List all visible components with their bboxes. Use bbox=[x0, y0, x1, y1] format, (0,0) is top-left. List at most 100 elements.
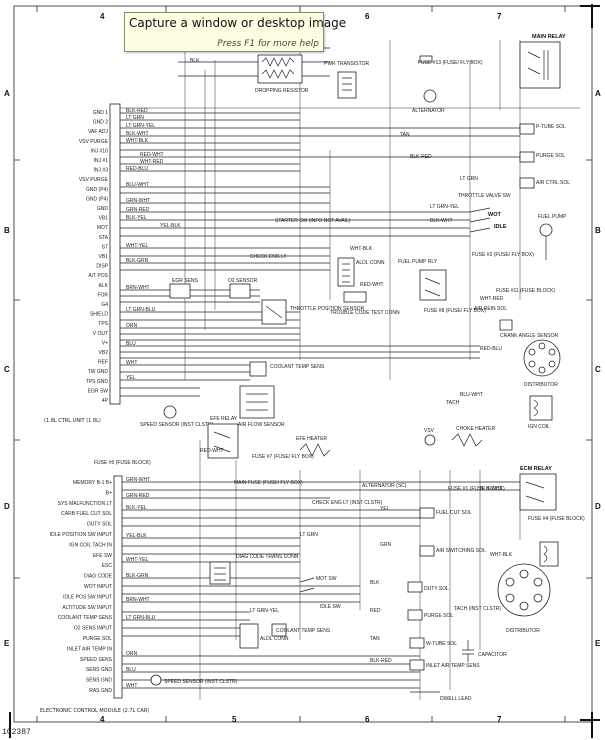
wire-color-tag: ORN bbox=[126, 323, 138, 329]
wire-color-tag: WHT-BLK bbox=[126, 138, 149, 144]
ecm-pin-label: A/T POS bbox=[88, 273, 108, 279]
ecm-pin-label: V+ bbox=[102, 340, 108, 346]
choke-heater-label: CHOKE HEATER bbox=[456, 426, 495, 432]
wire-color-tag: WHT-YEL bbox=[126, 243, 148, 249]
efe-heater-label: EFE HEATER bbox=[296, 436, 327, 442]
wire-color-tag: BLU-WHT bbox=[460, 392, 483, 398]
ecm-pin-label: IDLE POSITION SW INPUT bbox=[50, 532, 112, 538]
grid-col-bottom: 4 bbox=[100, 715, 105, 724]
wire-color-tag: LT GRN bbox=[126, 115, 144, 121]
alternator-sc-label: ALTERNATOR (SC) bbox=[362, 483, 407, 489]
idle-label: IDLE bbox=[494, 224, 507, 230]
purge-solenoid-2 bbox=[407, 609, 423, 621]
ecm-pin-label: G4 bbox=[101, 302, 108, 308]
ecm-pin-label: VB2 bbox=[99, 350, 109, 356]
fuel-pump-rly-label: FUEL PUMP RLY bbox=[398, 259, 438, 265]
wire-color-tag: LT GRN-BLU bbox=[126, 307, 156, 313]
grid-row-left: A bbox=[4, 89, 10, 98]
ecm-pin-label: GND 2 bbox=[93, 120, 109, 126]
ecm-pin-label: GND bbox=[97, 206, 109, 212]
distributor-upper bbox=[523, 339, 561, 377]
wire-color-tag: WHT-RED bbox=[480, 296, 504, 302]
ecm-pin-label: TW GND bbox=[88, 369, 109, 375]
ecm-caption: ELECTRONIC CONTROL MODULE (2.7L CAR) bbox=[40, 708, 149, 714]
fuel-pump-label: FUEL PUMP bbox=[538, 214, 567, 220]
trouble-code-test-conn bbox=[343, 291, 367, 303]
dwell-lead-label: DWELL LEAD bbox=[440, 696, 472, 702]
wire-color-tag: WHT-BLK bbox=[490, 552, 513, 558]
w-tube-sol-label: W-TUBE SOL bbox=[426, 641, 457, 647]
grid-col-bottom: 7 bbox=[497, 715, 502, 724]
grid-row-right: D bbox=[595, 502, 601, 511]
throttle-position-sensor bbox=[261, 299, 287, 325]
choke-heater bbox=[451, 433, 483, 447]
air-switching-solenoid bbox=[419, 545, 435, 557]
diag-code-trans-conn bbox=[209, 561, 231, 585]
ecm-pin-label: RAS GND bbox=[89, 688, 112, 694]
wire-color-tag: YEL-BLK bbox=[160, 223, 181, 229]
crank-angle-sensor-label: CRANK ANGLE SENSOR bbox=[500, 333, 558, 339]
wire-color-tag: RED-WHT bbox=[360, 282, 384, 288]
wire-color-tag: WHT-YEL bbox=[126, 557, 148, 563]
efe-relay-label: EFE RELAY bbox=[210, 416, 238, 422]
wire-color-tag: BLK-WHT bbox=[430, 218, 453, 224]
coolant-temp-sens-2-label: COOLANT TEMP SENS bbox=[276, 628, 331, 634]
ecm-pin-label: TPS bbox=[98, 321, 108, 327]
main-relay bbox=[519, 41, 561, 89]
wire-color-tag: BLK-GRN bbox=[126, 258, 149, 264]
starter-sw-label: STARTER SW (INFO NOT AVAIL) bbox=[275, 218, 351, 224]
grid-col-top: 7 bbox=[497, 12, 502, 21]
duty-sol-label: DUTY SOL bbox=[424, 586, 449, 592]
ign-coil bbox=[529, 395, 553, 421]
ecm-pin-label: EGR SW bbox=[88, 388, 109, 394]
fuel-pump-relay bbox=[419, 269, 447, 301]
ecm-pin-label: SENS GND bbox=[86, 678, 113, 684]
alternator bbox=[423, 89, 437, 103]
wire-color-tag: WHT bbox=[126, 683, 137, 689]
air-ctrl-sol-label: AIR CTRL SOL bbox=[536, 180, 570, 186]
diagram-frame bbox=[13, 5, 593, 723]
wire-color-tag: GRN-RED bbox=[126, 207, 150, 213]
fuse-13-label: FUSE #13 (FUSE/ FLY BOX) bbox=[418, 60, 483, 66]
wire-color-tag: GRN bbox=[380, 542, 392, 548]
alternator-label: ALTERNATOR bbox=[412, 108, 445, 114]
coolant-temp-sens-label: COOLANT TEMP SENS bbox=[270, 364, 325, 370]
idle-sw-label: IDLE SW bbox=[320, 604, 341, 610]
wire-color-tag: BLK-RED bbox=[370, 658, 392, 664]
ecm-pin-label: GND (P4) bbox=[86, 196, 108, 202]
wot-label: WOT bbox=[488, 212, 501, 218]
air-switching-sol-label: AIR SWITCHING SOL bbox=[436, 548, 486, 554]
ecm-pin-label: O2 SENS INPUT bbox=[74, 626, 112, 632]
wire-color-tag: RED-BLU bbox=[480, 346, 502, 352]
distributor-label: DISTRIBUTOR bbox=[524, 382, 558, 388]
ecm-pin-label: DIAG CODE bbox=[84, 574, 113, 580]
main-fuse-label: MAIN FUSE (FUSE/ FLY BOX) bbox=[234, 480, 303, 486]
ecm-pin-label: VSV PURGE bbox=[79, 139, 109, 145]
dropping-resistor bbox=[257, 54, 303, 84]
vsv-label: VSV bbox=[424, 428, 435, 434]
wire-color-tag: RED bbox=[370, 608, 381, 614]
wire-color-tag: LT GRN-YEL bbox=[430, 204, 459, 210]
wire-color-tag: GRN-WHT bbox=[126, 477, 150, 483]
wire-color-tag: WHT-BLK bbox=[350, 246, 373, 252]
mot-switch bbox=[299, 577, 315, 593]
check-eng-lt-clstr-label: CHECK ENG LT (INST CLSTR) bbox=[312, 500, 383, 506]
ign-coil-lower bbox=[539, 541, 559, 567]
tach-label: TACH bbox=[446, 400, 460, 406]
wire-color-tag: LT GRN-YEL bbox=[126, 123, 155, 129]
wire-color-tag: ORN bbox=[126, 651, 138, 657]
wire-color-tag: TAN bbox=[370, 636, 380, 642]
inlet-air-temp-sensor bbox=[409, 659, 425, 671]
tooltip-hint: Press F1 for more help bbox=[217, 39, 319, 49]
ecm-pin-label: GND 1 bbox=[93, 110, 109, 116]
wire-color-tag: BRN-WHT bbox=[126, 285, 150, 291]
wire-color-tag: GRN-WHT bbox=[126, 198, 150, 204]
ecm-pin-label: TPS GND bbox=[86, 379, 109, 385]
air-flow-sensor bbox=[239, 385, 275, 419]
purge-solenoid bbox=[519, 151, 535, 163]
vsv bbox=[424, 434, 436, 446]
ecm-pin-label: VSV PURGE bbox=[79, 177, 109, 183]
grid-col-top: 4 bbox=[100, 12, 105, 21]
trouble-code-test-conn-label: TROUBLE CODE TEST CONN bbox=[330, 310, 400, 316]
